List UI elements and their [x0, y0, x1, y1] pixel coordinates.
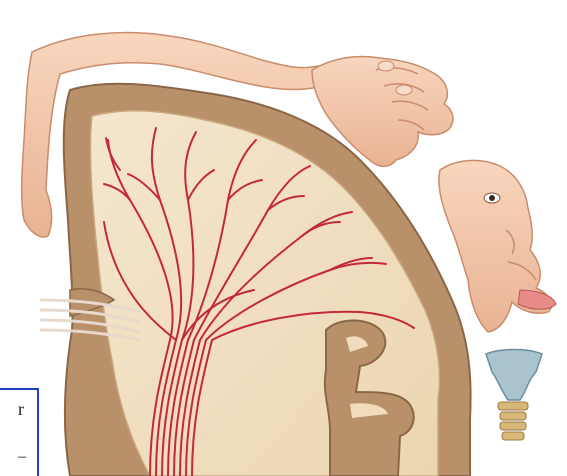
- face-illustration: [439, 160, 556, 332]
- label-text-line1: r: [18, 398, 24, 420]
- label-text-line2: –: [18, 447, 26, 467]
- tongue: [518, 290, 556, 309]
- larynx-illustration: [486, 350, 542, 441]
